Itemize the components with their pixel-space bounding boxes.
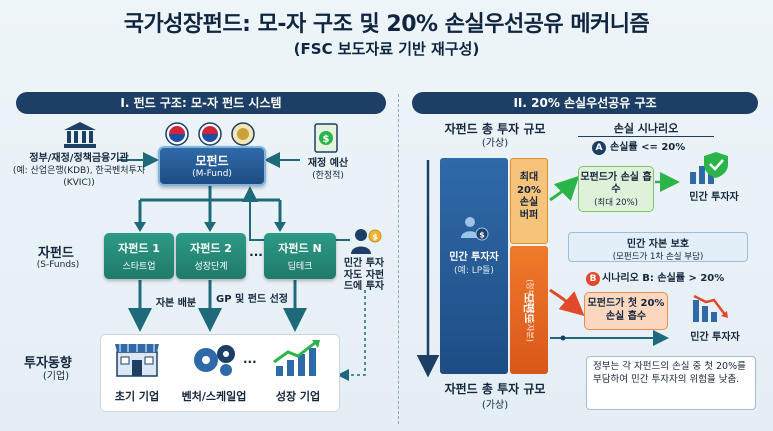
private-capital-protect-box: 민간 자본 보호 (모펀드가 1차 손실 부담) [568, 232, 748, 262]
bank-icon [60, 120, 100, 150]
scenario-a-label: 손실률 <= 20% [610, 142, 686, 153]
document-dollar-icon: $ [312, 122, 342, 154]
scenario-b-absorb-box: 모펀드가 첫 20% 손실 흡수 [584, 292, 668, 330]
total-investment-bottom: 자펀드 총 투자 규모 [444, 382, 546, 396]
gp-selection-label: GP 및 펀드 선정 [216, 294, 288, 305]
target-venture: 벤처/스케일업 [181, 390, 247, 403]
page-subtitle: (FSC 보도자료 기반 재구성) [293, 40, 480, 58]
private-investor-bar-label: 민간 투자자 [449, 252, 499, 263]
declining-chart-icon [690, 290, 730, 324]
loss-scenario-rule [578, 136, 714, 137]
section-header-loss-sharing: II. 20% 손실우선공유 구조 [412, 92, 758, 114]
private-investor-bar [440, 158, 508, 374]
target-early: 초기 기업 [114, 390, 160, 403]
mother-fund-bar [510, 246, 548, 374]
mother-fund-sub: (M-Fund) [192, 169, 232, 179]
subfunds-sub: (S-Funds) [36, 260, 80, 270]
total-investment-top: 자펀드 총 투자 규모 [444, 122, 546, 136]
investor-person-icon: $ [349, 226, 383, 256]
subfund-ellipsis: ... [249, 245, 263, 259]
private-investor-bar-sub: (예: LP들) [454, 266, 494, 276]
loss-buffer-block [510, 158, 548, 244]
growth-chart-icon [270, 338, 324, 378]
gov-sub-label: (예: 산업은행(KDB), 한국벤처투자(KVIC)) [12, 166, 146, 188]
government-note: 정부는 각 자펀드의 손실 중 첫 20%를 부담하여 민간 투자자의 위험을 … [586, 356, 756, 410]
budget-sub: (한정적) [312, 171, 344, 181]
gov-label: 정부/재정/정책금융기관 [29, 153, 129, 164]
scenario-a-private-investor: 민간 투자자 [689, 192, 739, 203]
mother-fund-box: 모펀드 (M-Fund) [158, 146, 266, 186]
loss-scenario-label: 손실 시나리오 [613, 122, 679, 135]
target-growth: 성장 기업 [275, 390, 321, 403]
page-title: 국가성장펀드: 모-자 구조 및 20% 손실우선공유 메커니즘 [123, 12, 650, 37]
subfund-box-n: 자펀드 N 딥테크 [264, 233, 336, 279]
scenario-b-label: 시나리오 B: 손실률 > 20% [602, 273, 725, 284]
scenario-b-badge: B [586, 272, 600, 286]
loss-buffer-label: 최대 20% 손실 버퍼 [517, 172, 541, 221]
subfund-box-2: 자펀드 2 성장단계 [176, 233, 246, 279]
section-header-fund-structure: I. 펀드 구조: 모-자 펀드 시스템 [16, 92, 386, 114]
scenario-b-private-investor: 민간 투자자 [690, 332, 740, 343]
subfund-box-1: 자펀드 1 스타트업 [104, 233, 174, 279]
emblem-row [165, 122, 255, 146]
svg-text:$: $ [372, 233, 378, 242]
private-investor-label: 민간 투자자도 자펀드에 투자 [343, 258, 385, 292]
capital-alloc-label: 자본 배분 [155, 298, 197, 309]
mother-fund-label: 모펀드 [195, 154, 229, 168]
person-coin-icon: $ [458, 212, 490, 244]
section-divider [398, 94, 399, 424]
budget-label: 재정 예산 [307, 158, 349, 169]
investment-label: 투자동향 [24, 356, 72, 371]
total-investment-top-sub: (가상) [481, 138, 509, 149]
mother-fund-bar-sub: (정부 공공 출자분) [525, 279, 535, 342]
target-ellipsis: ... [243, 352, 257, 366]
investment-sub: (기업) [42, 371, 70, 382]
svg-text:$: $ [323, 134, 330, 145]
storefront-icon [112, 340, 162, 378]
shield-chart-icon [686, 150, 730, 186]
total-investment-bottom-sub: (가상) [481, 400, 509, 411]
subfunds-label: 자펀드 [38, 246, 74, 261]
gears-icon [188, 340, 240, 378]
scenario-a-badge: A [592, 141, 606, 155]
scenario-a-absorb-box: 모펀드가 손실 흡수 (최대 20%) [578, 166, 654, 212]
svg-text:$: $ [479, 231, 485, 240]
